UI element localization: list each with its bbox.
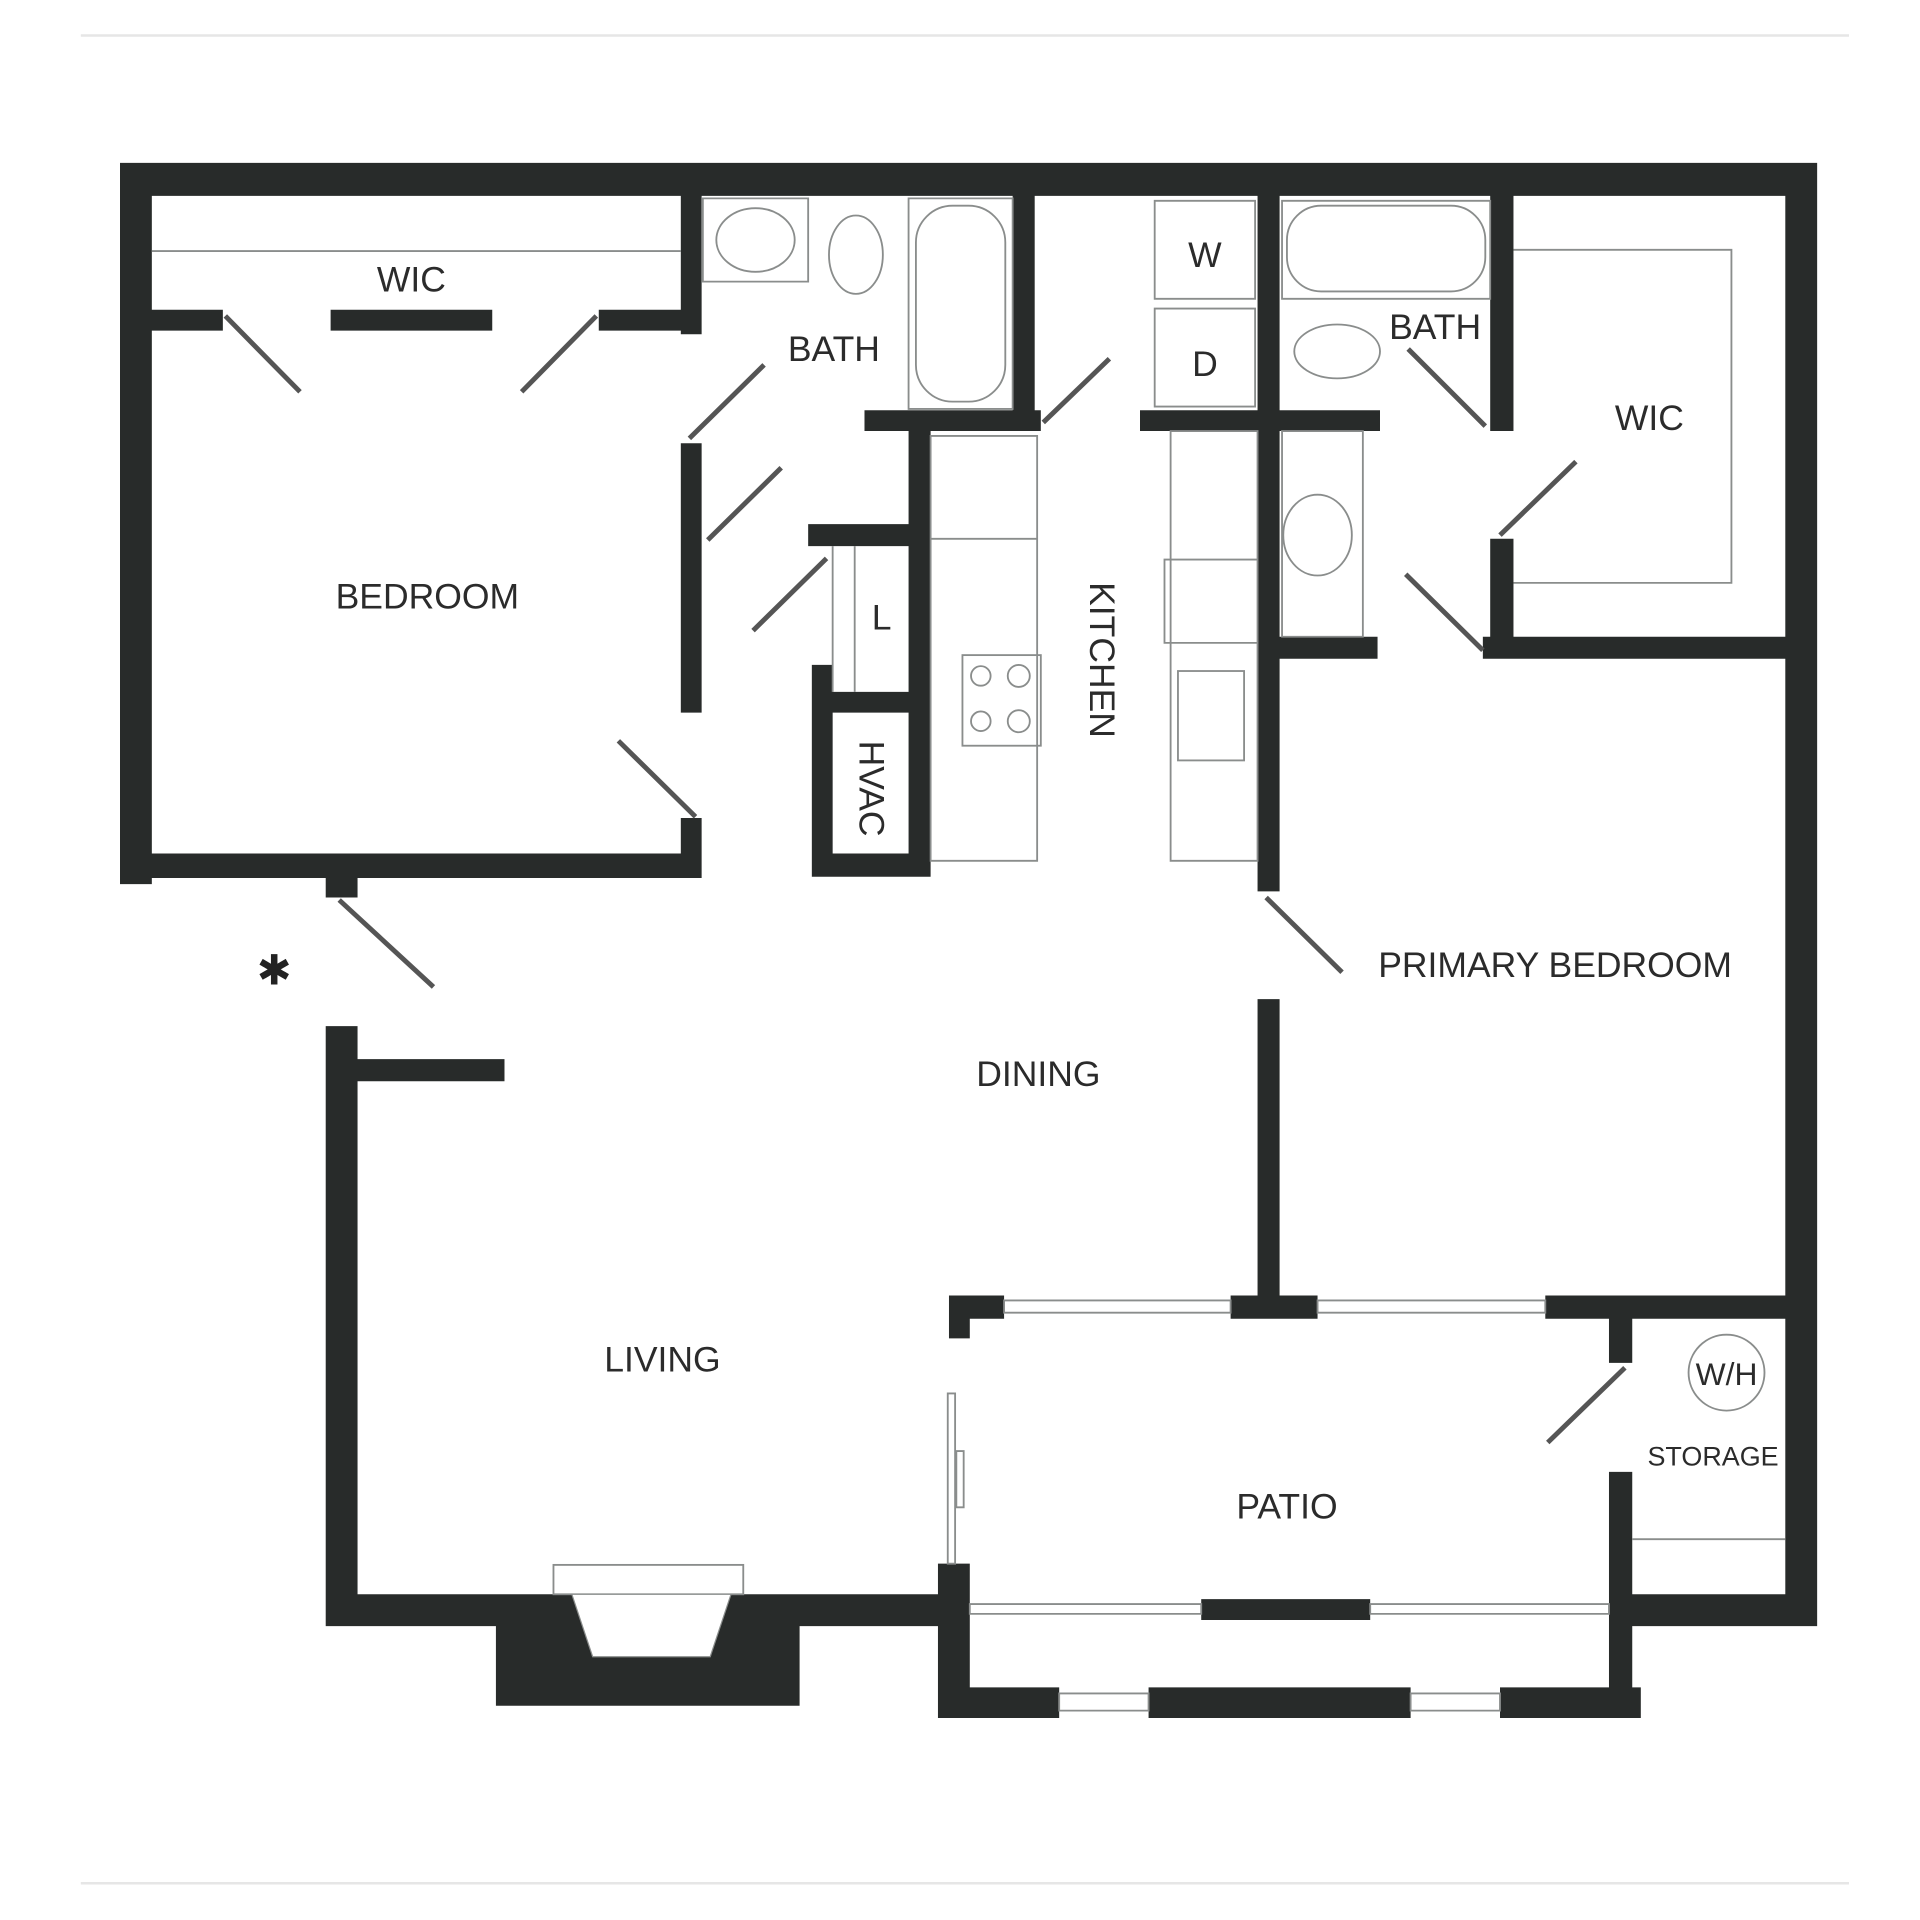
walls — [120, 162, 1818, 1718]
kitchen-sink-icon — [1177, 670, 1245, 762]
water-heater-icon — [1687, 1333, 1766, 1412]
entry-marker: ✱ — [257, 945, 292, 994]
label-storage: STORAGE — [1647, 1442, 1778, 1472]
label-primary-bedroom: PRIMARY BEDROOM — [1378, 945, 1732, 985]
fireplace — [552, 1563, 745, 1658]
label-kitchen: KITCHEN — [1082, 582, 1122, 738]
label-bedroom: BEDROOM — [336, 577, 519, 617]
stove-icon — [961, 654, 1042, 747]
label-dining: DINING — [976, 1054, 1100, 1094]
label-wic-left: WIC — [377, 259, 446, 299]
bathtub-icon — [915, 204, 1007, 403]
label-water-heater: W/H — [1696, 1356, 1758, 1392]
label-wic-right: WIC — [1615, 398, 1684, 438]
sink-icon — [1282, 493, 1353, 577]
label-washer: W — [1188, 235, 1222, 275]
label-linen: L — [872, 597, 892, 637]
label-living: LIVING — [604, 1339, 720, 1379]
toilet-icon — [828, 214, 884, 295]
room-labels: WIC BATH BEDROOM W D BATH WIC L HVAC KIT… — [336, 235, 1779, 1526]
label-patio: PATIO — [1236, 1486, 1337, 1526]
label-hvac: HVAC — [852, 741, 892, 837]
label-bath-right: BATH — [1389, 307, 1481, 347]
doors — [223, 314, 1627, 1445]
label-dryer: D — [1192, 344, 1218, 384]
bathtub-icon — [1286, 204, 1487, 293]
windows — [946, 1299, 1610, 1712]
label-bath-left: BATH — [788, 329, 880, 369]
counters-and-closets — [151, 197, 1786, 1541]
sink-icon — [715, 207, 796, 273]
toilet-icon — [1293, 323, 1381, 380]
